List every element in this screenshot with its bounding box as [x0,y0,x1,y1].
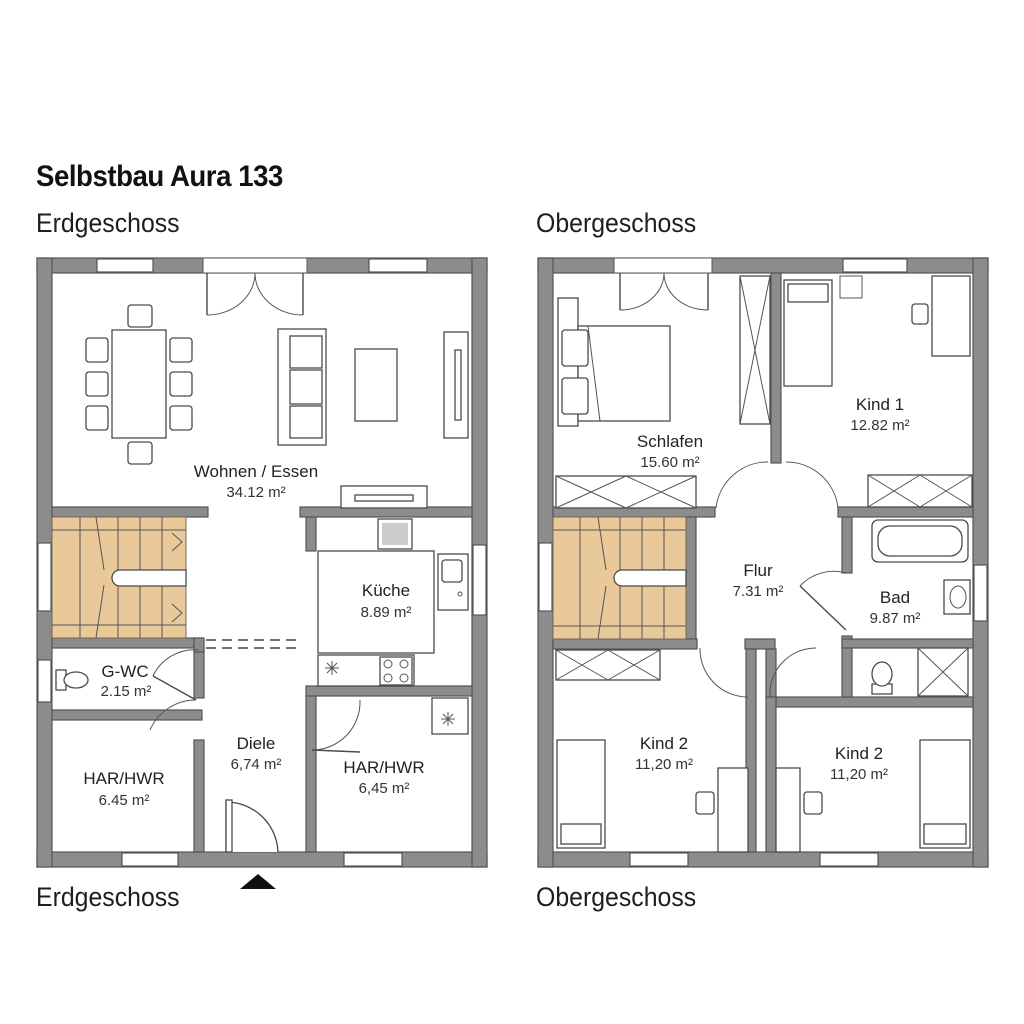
ground-staircase [51,516,187,639]
kind2-left-furniture [555,649,749,853]
sideboard [340,485,428,509]
room-name-bad: Bad [880,588,910,607]
room-area-kind2-left: 11,20 m² [635,756,693,773]
room-name-kueche: Küche [362,581,410,600]
ground-windows [37,258,487,867]
plan-title: Selbstbau Aura 133 [36,160,283,193]
ground-inner-walls [51,506,473,853]
room-name-diele: Diele [237,734,276,753]
diele-passage [206,639,300,649]
room-area-har-left: 6.45 m² [99,792,150,809]
ground-floor-plan: Wohnen / Essen 34.12 m² Küche 8.89 m² G-… [36,257,488,889]
wardrobe-schlafen [555,275,771,509]
upper-staircase [552,516,687,640]
bathroom-fixtures [871,519,971,697]
ground-doors [149,649,469,853]
room-name-flur: Flur [743,561,773,580]
coffee-table [354,348,398,422]
upper-floor-label-top: Obergeschoss [536,208,697,238]
room-area-schlafen: 15.60 m² [640,454,699,471]
room-area-kueche: 8.89 m² [361,604,412,621]
room-area-diele: 6,74 m² [231,756,282,773]
room-name-wohnen: Wohnen / Essen [194,462,318,481]
ground-terrace-door [202,257,308,316]
room-area-flur: 7.31 m² [733,583,784,600]
room-name-kind1: Kind 1 [856,395,904,414]
room-area-gwc: 2.15 m² [101,683,152,700]
upper-floor-label-bottom: Obergeschoss [536,882,697,912]
room-area-kind1: 12.82 m² [850,417,909,434]
room-area-wohnen: 34.12 m² [226,484,285,501]
room-name-kind2-right: Kind 2 [835,744,883,763]
upper-doors [699,461,847,698]
entrance-arrow-icon [240,874,276,889]
double-bed [557,297,671,427]
wc-toilet [55,669,89,691]
upper-floor-plan: Schlafen 15.60 m² Kind 1 12.82 m² Flur 7… [537,257,989,868]
room-area-har-right: 6,45 m² [359,780,410,797]
kind2-right-furniture [775,739,971,853]
ground-floor-label-bottom: Erdgeschoss [36,882,180,912]
room-name-har-right: HAR/HWR [343,758,424,777]
room-area-kind2-right: 11,20 m² [830,766,888,783]
tv-unit [443,331,469,439]
upper-inner-walls [552,272,974,853]
room-name-schlafen: Schlafen [637,432,703,451]
upper-balcony-door [613,257,713,311]
room-name-gwc: G-WC [101,662,148,681]
upper-windows [538,258,988,867]
dining-table [85,304,193,465]
sofa [277,328,327,446]
ground-floor-label-top: Erdgeschoss [36,208,180,238]
kitchen-counter [317,518,469,687]
room-area-bad: 9.87 m² [870,610,921,627]
kind1-furniture [783,275,973,508]
room-name-kind2-left: Kind 2 [640,734,688,753]
room-name-har-left: HAR/HWR [83,769,164,788]
